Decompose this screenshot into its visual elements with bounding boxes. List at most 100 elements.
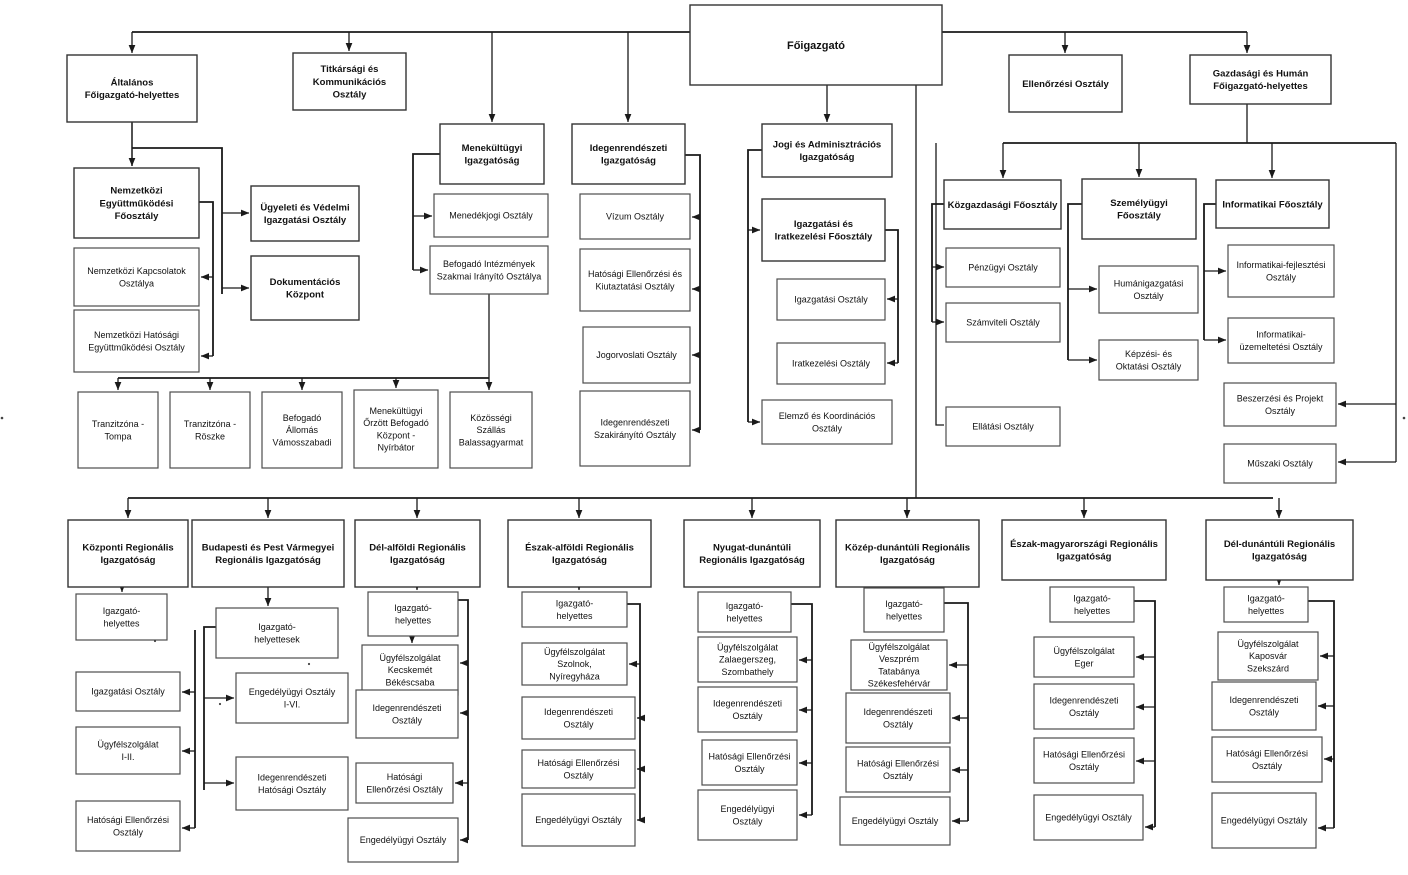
node-da-igh[interactable]: Igazgató-helyettes bbox=[367, 591, 459, 637]
node-dd-igh[interactable]: Igazgató-helyettes bbox=[1223, 586, 1309, 623]
node-menedekjogi[interactable]: Menedékjogi Osztály bbox=[433, 193, 549, 238]
node-penzugyi-o[interactable]: Pénzügyi Osztály bbox=[945, 247, 1061, 288]
node-ea-engedely[interactable]: Engedélyügyi Osztály bbox=[521, 793, 636, 847]
connector-bp-left-bus bbox=[203, 626, 216, 790]
node-em-engedely[interactable]: Engedélyügyi Osztály bbox=[1033, 794, 1144, 841]
node-em-igh[interactable]: Igazgató-helyettes bbox=[1049, 586, 1135, 623]
node-muszaki-o[interactable]: Műszaki Osztály bbox=[1223, 443, 1337, 484]
node-box bbox=[1001, 519, 1167, 581]
node-info-uzemeltetesi[interactable]: Informatikai-üzemeltetési Osztály bbox=[1227, 317, 1335, 364]
node-ellatasi-o[interactable]: Ellátási Osztály bbox=[945, 406, 1061, 447]
node-ellenorzesi-o[interactable]: Ellenőrzési Osztály bbox=[1008, 54, 1123, 113]
node-box bbox=[1033, 737, 1135, 784]
node-box bbox=[75, 671, 181, 712]
node-label: Főigazgató bbox=[787, 40, 845, 52]
node-bp-igh[interactable]: Igazgató-helyettesek bbox=[215, 607, 339, 659]
node-jogorvoslati[interactable]: Jogorvoslati Osztály bbox=[582, 326, 691, 384]
node-iratkezelesi-o[interactable]: Iratkezelési Osztály bbox=[776, 342, 886, 385]
node-kd-engedely[interactable]: Engedélyügyi Osztály bbox=[839, 796, 951, 846]
connector-igazg-right-bus bbox=[885, 229, 899, 363]
node-nyd-igh[interactable]: Igazgató-helyettes bbox=[697, 591, 792, 633]
node-kd-igh[interactable]: Igazgató-helyettes bbox=[863, 587, 945, 633]
node-tranzit-tompa[interactable]: Tranzitzóna -Tompa bbox=[77, 391, 159, 469]
node-label: Igazgató-helyettes bbox=[1247, 594, 1285, 616]
node-vizum-o[interactable]: Vízum Osztály bbox=[579, 193, 691, 240]
node-label: Igazgató-helyettes bbox=[394, 603, 432, 625]
node-igazgatasi-o[interactable]: Igazgatási Osztály bbox=[776, 278, 886, 321]
page-artifact-dot-right bbox=[1402, 416, 1406, 420]
node-da-engedely[interactable]: Engedélyügyi Osztály bbox=[347, 817, 459, 863]
node-kp-igazgatasi[interactable]: Igazgatási Osztály bbox=[75, 671, 181, 712]
node-tranzit-roszke[interactable]: Tranzitzóna -Röszke bbox=[169, 391, 251, 469]
node-ea-igh[interactable]: Igazgató-helyettes bbox=[521, 591, 628, 628]
node-informatikai-fo[interactable]: Informatikai Főosztály bbox=[1215, 179, 1330, 229]
node-foigazgato[interactable]: Főigazgató bbox=[689, 4, 943, 86]
node-szamviteli-o[interactable]: Számviteli Osztály bbox=[945, 302, 1061, 343]
node-dd-engedely[interactable]: Engedélyügyi Osztály bbox=[1211, 792, 1317, 849]
node-kp-igh[interactable]: Igazgató-helyettes bbox=[75, 593, 168, 641]
node-box bbox=[1033, 794, 1144, 841]
node-box bbox=[75, 593, 168, 641]
node-kozgazdasagi-fo[interactable]: Közgazdasági Főosztály bbox=[943, 179, 1062, 230]
